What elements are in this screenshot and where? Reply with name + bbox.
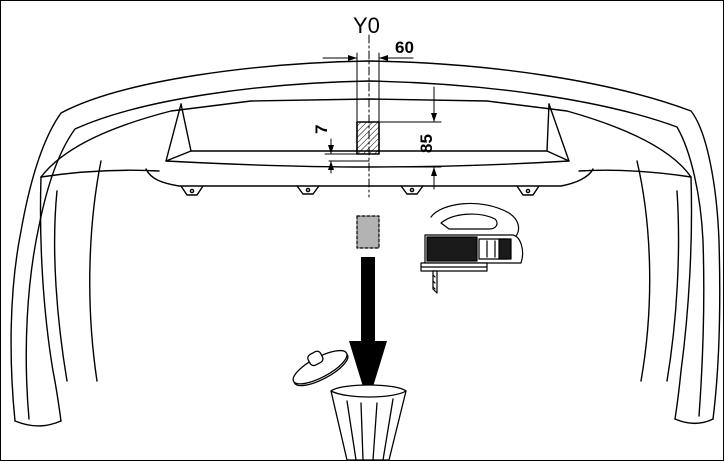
axis-label-y0: Y0 [353,13,380,38]
jigsaw-icon [420,202,524,294]
dim-label-offset: 7 [312,125,331,134]
y0-axis: Y0 [353,13,380,198]
removed-piece [356,215,380,249]
dimension-offset: 7 [312,125,370,174]
dimension-width: 60 [322,38,414,123]
dim-label-width: 60 [395,38,414,57]
down-arrow-icon [349,257,387,403]
dim-label-height: 85 [417,134,436,153]
trash-bin-icon [292,349,407,460]
dimension-height: 85 [378,86,442,190]
cutout-area [356,121,380,155]
